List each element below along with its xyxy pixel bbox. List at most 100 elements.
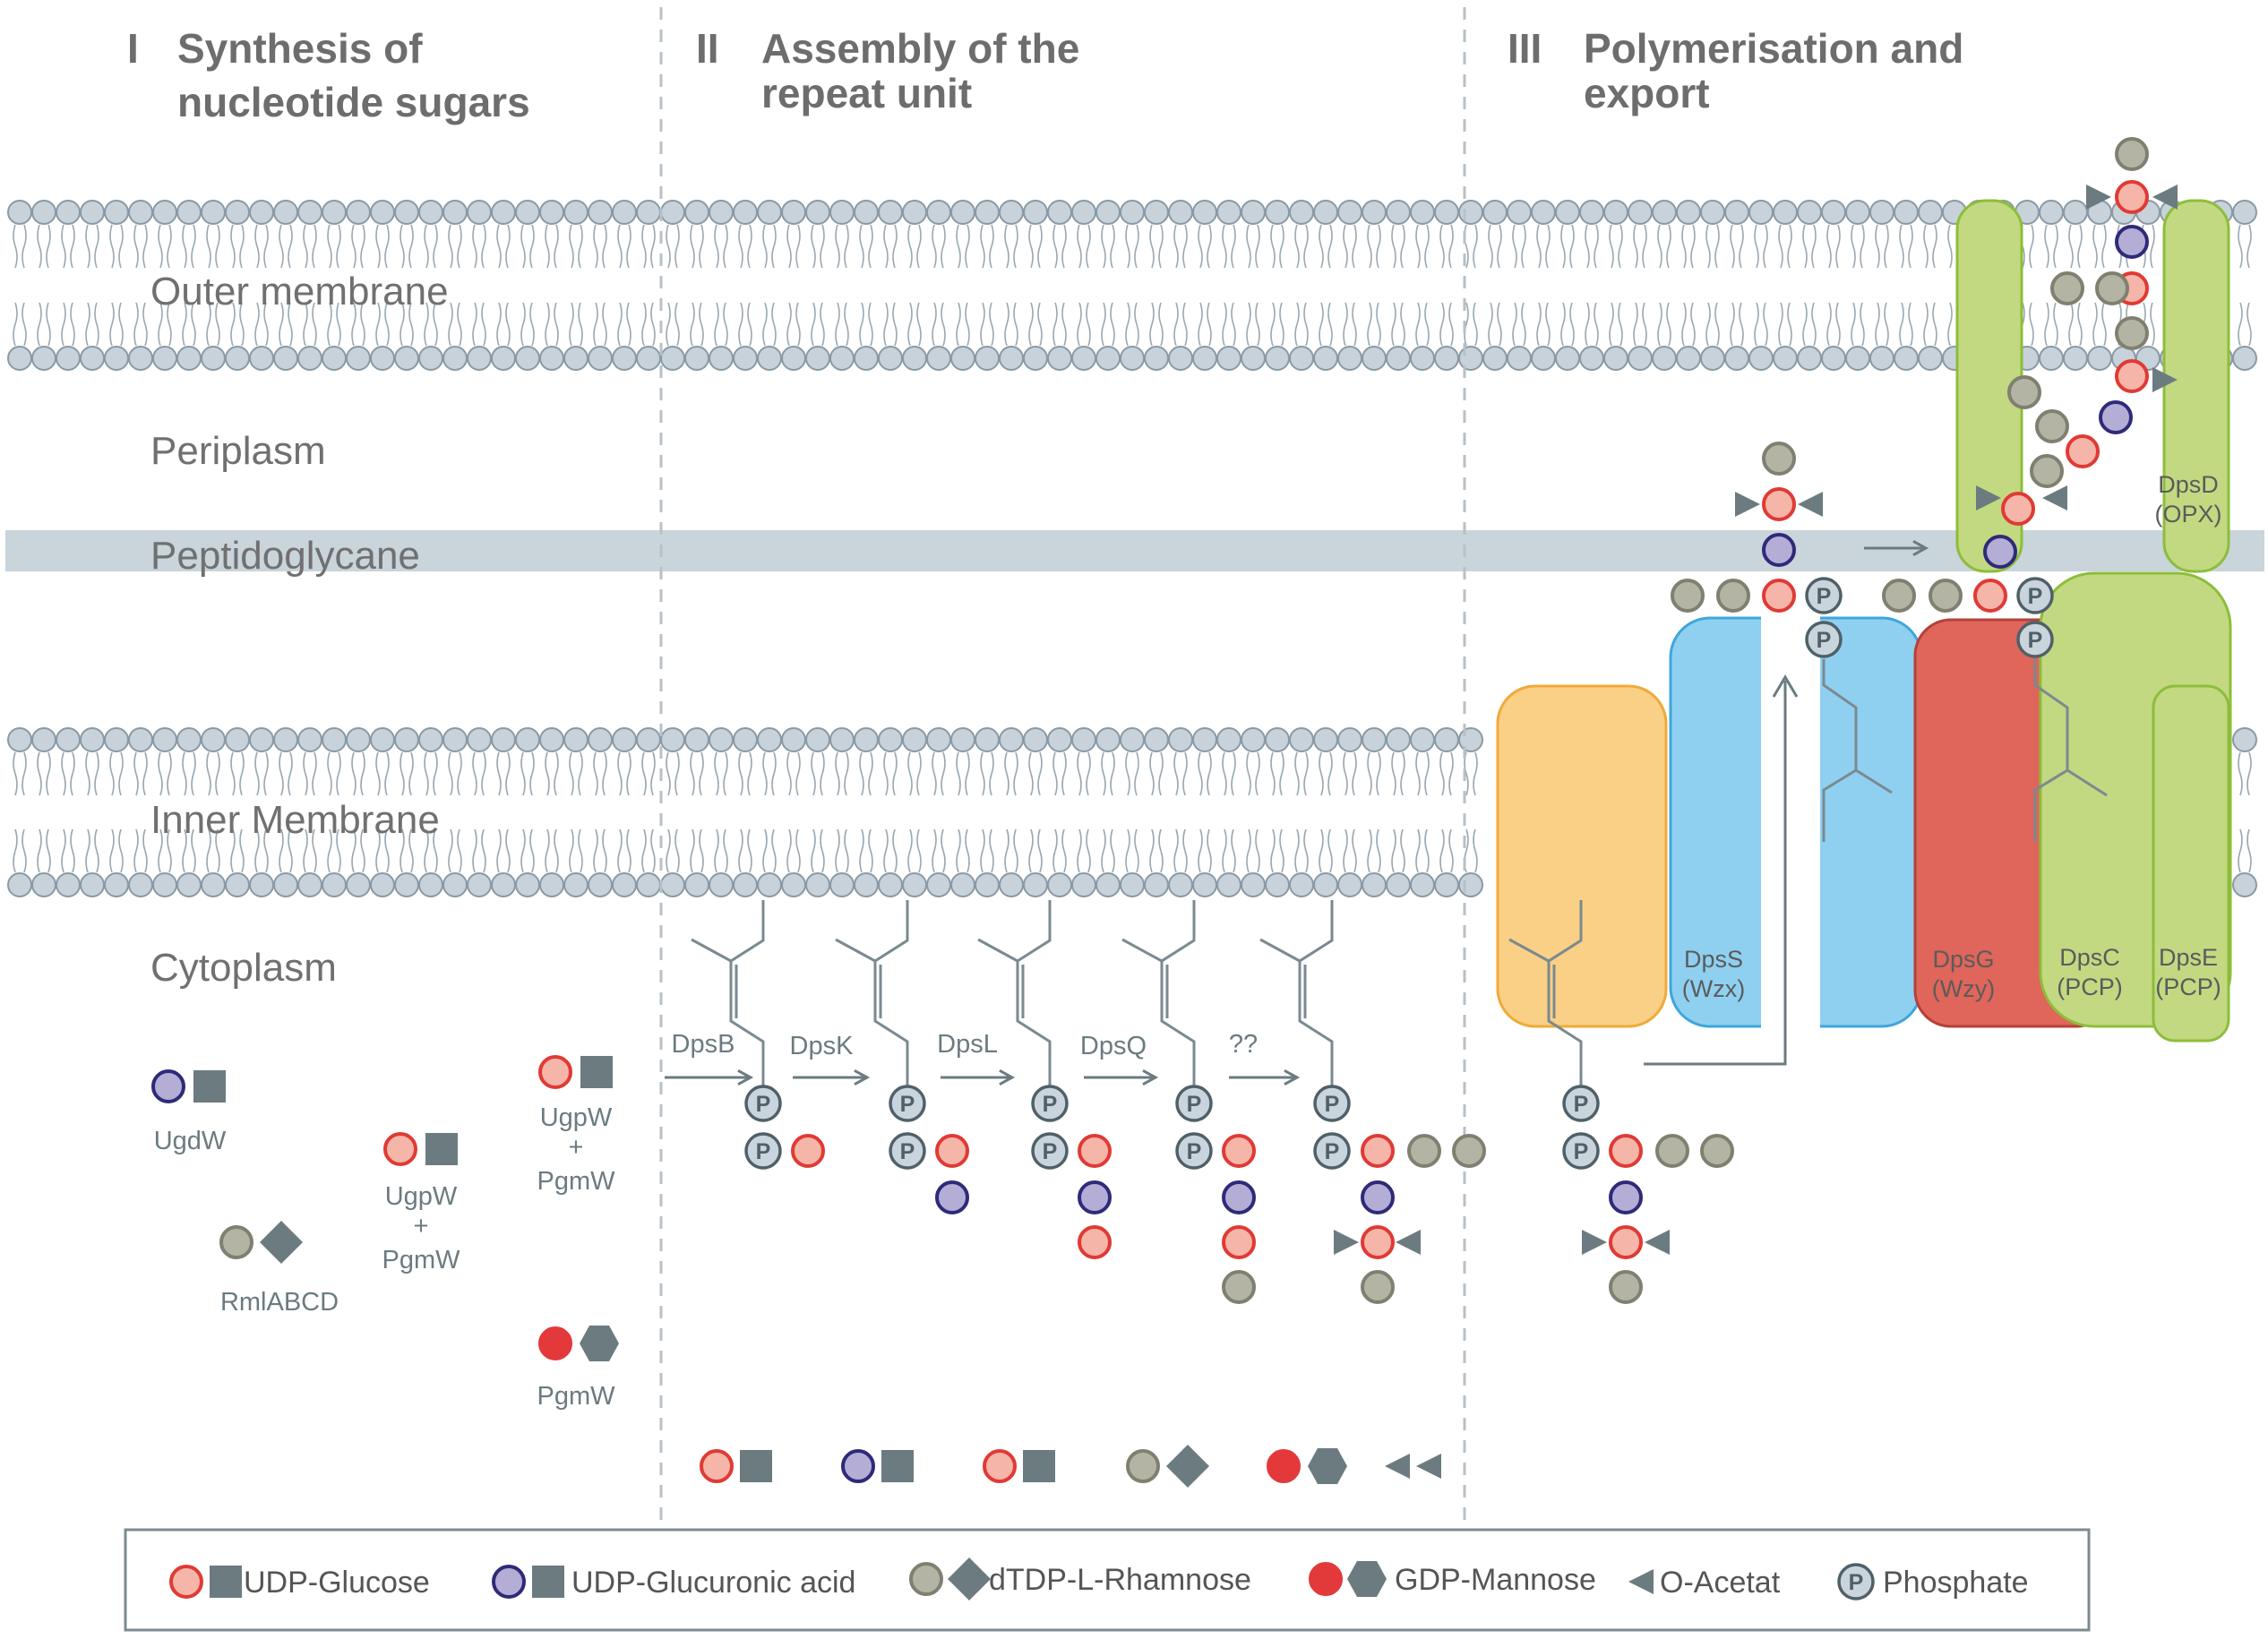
lipid-head (950, 200, 975, 225)
lipid-head (7, 872, 32, 897)
lipid-head (539, 346, 564, 371)
proteins-layer (1496, 199, 2232, 1043)
lipid-tail (1464, 828, 1478, 873)
lipid-head (80, 872, 105, 897)
phosphate-group: P (1031, 1132, 1069, 1170)
phosphate-group: P (1313, 1132, 1351, 1170)
lipid-tail (1802, 302, 1817, 347)
lipid-tail (1536, 302, 1551, 347)
lipid-tail (811, 302, 825, 347)
lipid-tail (109, 751, 124, 796)
lipid-tail (1101, 224, 1115, 269)
periplasmic-carrier-dpss (1822, 659, 1893, 842)
glucose-sugar (1973, 579, 2007, 613)
lipid-head (829, 872, 855, 897)
lipid-head (1894, 346, 1919, 371)
lipid-tail (1270, 224, 1284, 269)
lipid-head (225, 346, 250, 371)
phosphate-group: P (1031, 1085, 1069, 1122)
lipid-tail (1246, 751, 1260, 796)
lipid-head (1362, 346, 1387, 371)
legend-label-o-acetat: O-Acetat (1660, 1566, 1781, 1600)
phosphate-group: P (1837, 1563, 1875, 1600)
dpse-pcp-protein (2152, 684, 2230, 1043)
lipid-tail (1633, 224, 1647, 269)
lipid-tail (666, 302, 680, 347)
lipid-tail (1681, 224, 1696, 269)
lipid-tail (1609, 302, 1623, 347)
lipid-head (2063, 200, 2088, 225)
lipid-tail (254, 302, 269, 347)
lipid-tail (351, 828, 365, 873)
phosphate-symbol: P (1043, 1139, 1058, 1164)
lipid-tail (1246, 302, 1260, 347)
lipid-tail (1004, 302, 1018, 347)
o-acetyl-group (1735, 492, 1760, 517)
lipid-tail (303, 224, 317, 269)
lipid-tail (859, 828, 873, 873)
glucuronic-acid-sugar (1609, 1180, 1643, 1214)
lipid-head (1023, 872, 1048, 897)
lipid-tail (37, 828, 51, 873)
lipid-head (902, 346, 927, 371)
lipid-head (854, 200, 879, 225)
lipid-tail (1657, 224, 1671, 269)
lipid-head (1724, 200, 1749, 225)
lipid-tail (738, 751, 752, 796)
lipid-tail (907, 751, 922, 796)
legend-label-udp-glucuronic-acid: UDP-Glucuronic acid (571, 1566, 855, 1600)
lipid-tail (1439, 302, 1454, 347)
nucleotide-hexagon (1347, 1561, 1387, 1597)
lipid-head (1821, 346, 1846, 371)
region-cytoplasm: Cytoplasm (150, 946, 337, 990)
lipid-tail (1367, 751, 1381, 796)
lipid-head (467, 727, 492, 752)
lipid-tail (1246, 224, 1260, 269)
protein-label-dpse-pcp: (PCP) (2155, 974, 2221, 1000)
lipid-head (1144, 872, 1169, 897)
rhamnose-sugar (1407, 1134, 1441, 1168)
lipid-tail (230, 828, 245, 873)
arrow-head (1142, 1069, 1159, 1086)
lipid-head (297, 872, 322, 897)
lipid-tail (762, 751, 777, 796)
carrier-branch (2066, 768, 2108, 797)
lipid-tail (1343, 828, 1357, 873)
lipid-head (829, 346, 855, 371)
rhamnose-sugar (1609, 1270, 1643, 1304)
lipid-head (1095, 872, 1121, 897)
lipid-tail (496, 224, 511, 269)
lipid-tail (1778, 224, 1792, 269)
glucose-sugar (700, 1449, 734, 1483)
lipid-tail (980, 302, 994, 347)
lipid-tail (13, 302, 27, 347)
lipid-tail (303, 302, 317, 347)
lipid-head (1120, 727, 1145, 752)
rhamnose-sugar (2030, 454, 2064, 488)
lipid-tail (593, 224, 607, 269)
lipid-head (1797, 200, 1822, 225)
legend-label-dtdp-l-rhamnose: dTDP-L-Rhamnose (989, 1563, 1251, 1597)
glucuronic-acid-sugar (151, 1069, 185, 1103)
lipid-tail (1367, 224, 1381, 269)
lipid-head (1120, 346, 1145, 371)
arrow-head (1912, 540, 1929, 556)
lipid-tail (158, 751, 172, 796)
lipid-tail (472, 224, 486, 269)
lipid-tail (1125, 224, 1139, 269)
lipid-head (636, 872, 661, 897)
lipid-head (370, 200, 395, 225)
lipid-tail (85, 828, 99, 873)
lipid-tail (932, 828, 946, 873)
lipid-tail (1077, 224, 1091, 269)
glucose-sugar (2115, 180, 2149, 214)
lipid-head (539, 872, 564, 897)
rhamnose-sugar (1655, 1134, 1689, 1168)
lipid-tail (1391, 224, 1405, 269)
lipid-tail (1512, 224, 1526, 269)
lipid-head (152, 200, 177, 225)
lipid-head (176, 200, 202, 225)
lipid-tail (182, 751, 196, 796)
lipid-tail (1198, 302, 1212, 347)
